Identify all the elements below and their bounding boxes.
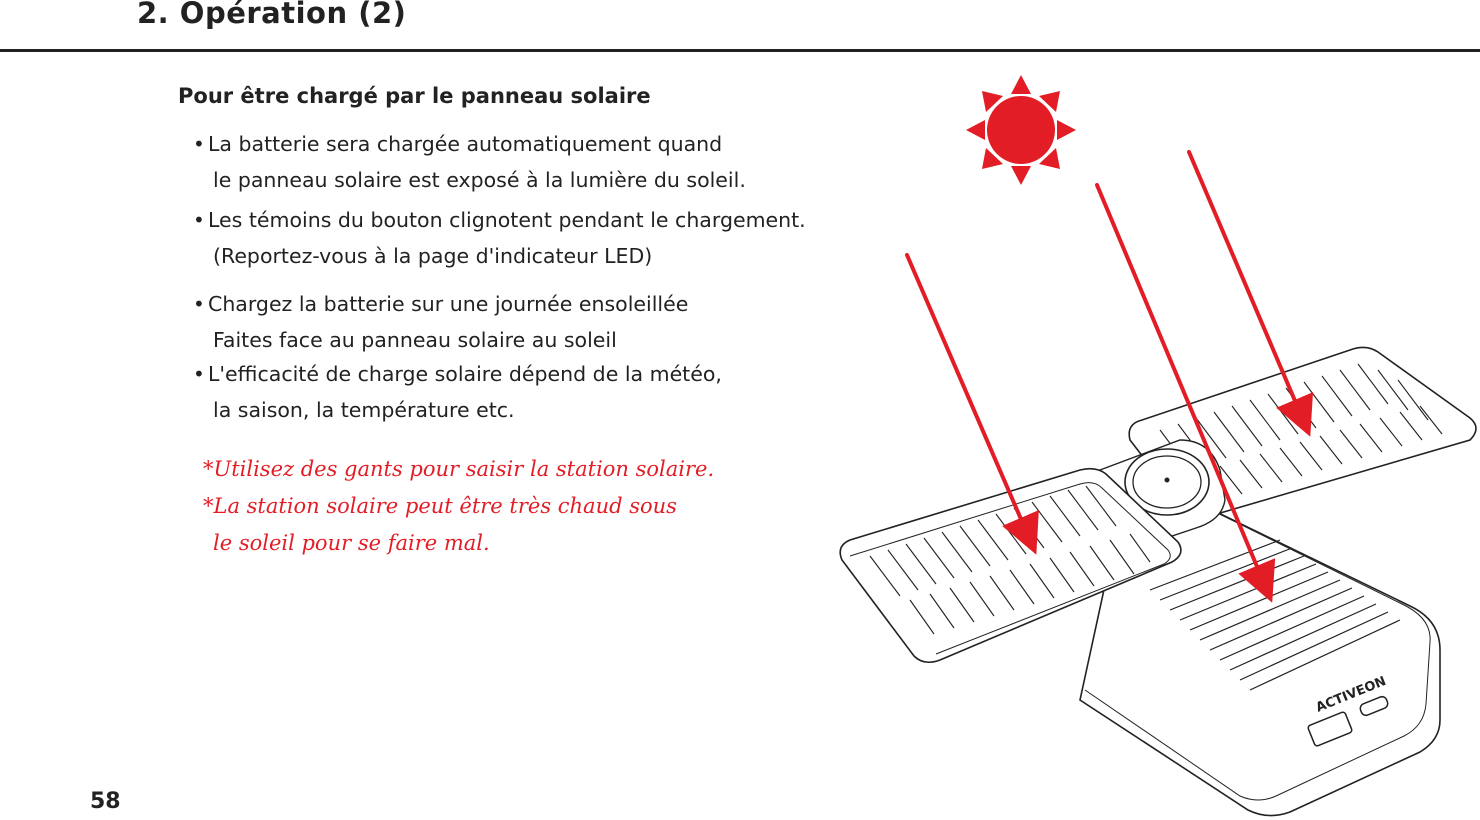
sunlight-arrows (905, 150, 1313, 603)
bullet-text-line1: Chargez la batterie sur une journée enso… (208, 292, 689, 316)
sunlight-arrow (1095, 183, 1276, 603)
list-item: • La batterie sera chargée automatiqueme… (193, 126, 913, 198)
bullet-dot: • (193, 362, 205, 386)
safety-warnings: *Utilisez des gants pour saisir la stati… (203, 451, 714, 562)
base-vent-lines (1149, 539, 1401, 691)
bullet-text-line2: la saison, la température etc. (213, 398, 515, 422)
sun-icon (966, 75, 1076, 185)
led-indicator (1164, 477, 1170, 483)
bullet-dot: • (193, 208, 205, 232)
bullet-text-line1: Les témoins du bouton clignotent pendant… (208, 208, 806, 232)
bullet-text-line2: (Reportez-vous à la page d'indicateur LE… (213, 244, 653, 268)
sunlight-arrow (905, 253, 1039, 555)
front-solar-panel (839, 467, 1182, 664)
list-item: • Les témoins du bouton clignotent penda… (193, 202, 913, 274)
bullet-text-line1: La batterie sera chargée automatiquement… (208, 132, 723, 156)
page-title: 2. Opération (2) (137, 0, 407, 30)
list-item: • Chargez la batterie sur une journée en… (193, 286, 913, 358)
sunlight-arrow (1187, 150, 1313, 437)
warning-line: le soleil pour se faire mal. (213, 531, 490, 555)
warning-line: *Utilisez des gants pour saisir la stati… (203, 457, 715, 481)
title-divider (0, 49, 1480, 52)
bullet-dot: • (193, 292, 205, 316)
bullet-dot: • (193, 132, 205, 156)
bullet-text-line2: le panneau solaire est exposé à la lumiè… (213, 168, 746, 192)
power-button-hub (1098, 439, 1226, 541)
bullet-text-line2: Faites face au panneau solaire au soleil (213, 328, 617, 352)
warning-line: *La station solaire peut être très chaud… (203, 494, 677, 518)
bullet-text-line1: L'efficacité de charge solaire dépend de… (208, 362, 722, 386)
list-item: • L'efficacité de charge solaire dépend … (193, 356, 913, 428)
usb-ports (1307, 695, 1389, 747)
page-number: 58 (90, 789, 121, 814)
section-heading: Pour être chargé par le panneau solaire (178, 84, 651, 108)
